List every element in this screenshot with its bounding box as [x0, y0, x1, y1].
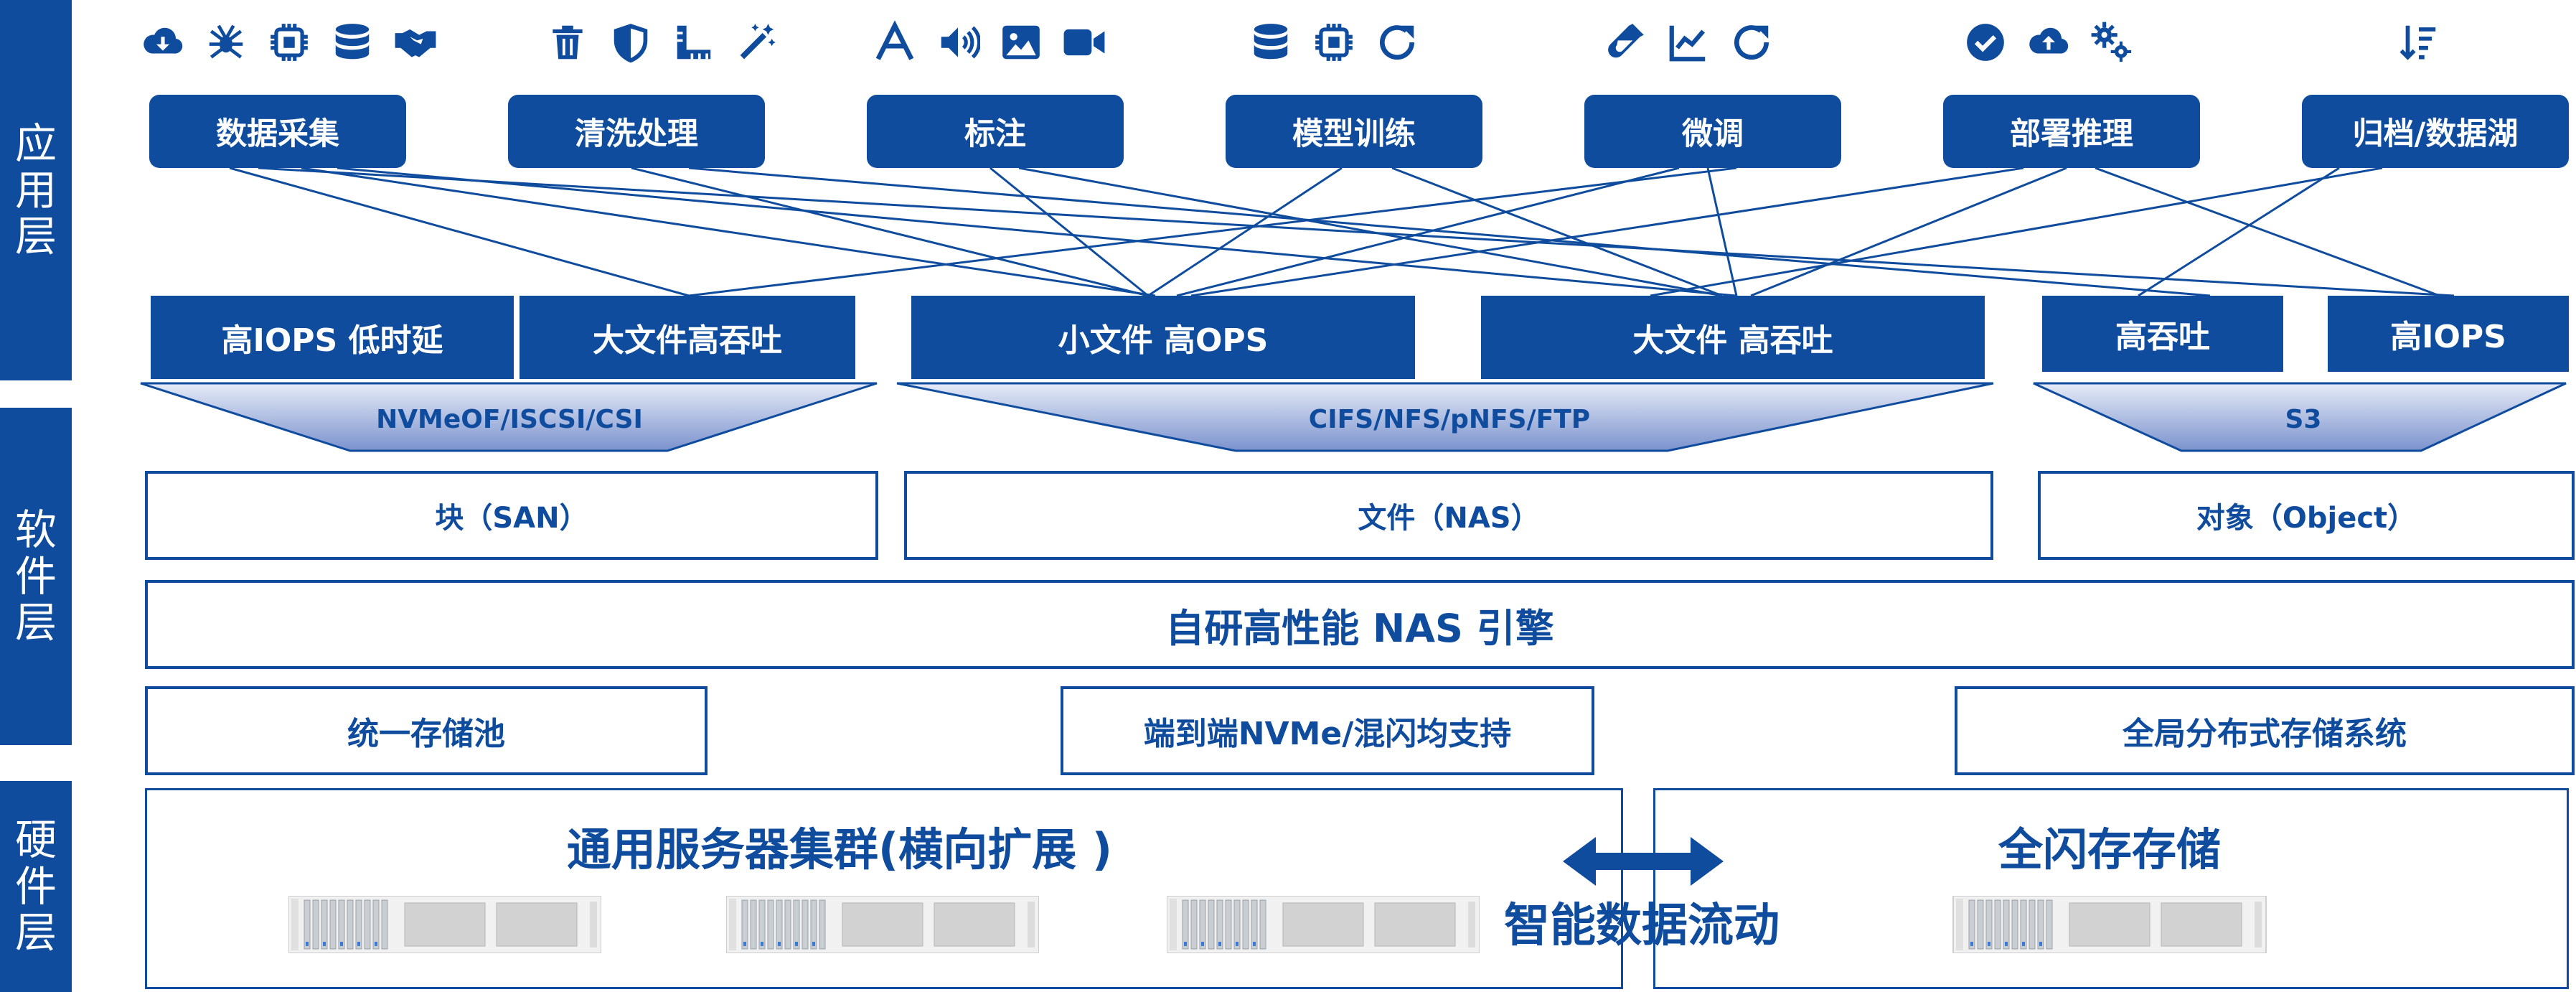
feature-box-distributed: 全局分布式存储系统 — [1955, 686, 2575, 775]
cluster-title: 通用服务器集群(横向扩展 ) — [566, 823, 1113, 876]
perf-box-large-file-throughput-2: 大文件 高吞吐 — [1481, 296, 1985, 379]
database-icon — [1249, 20, 1293, 65]
icon-group-label — [873, 17, 1106, 67]
layer-char: 用 — [14, 165, 57, 215]
layer-char: 层 — [14, 908, 57, 958]
protocol-label-block: NVMeOF/ISCSI/CSI — [376, 404, 643, 434]
shield-icon — [608, 20, 653, 65]
spider-icon — [204, 20, 248, 65]
perf-box-high-iops: 高IOPS — [2328, 296, 2569, 372]
server-rack-icon — [1952, 896, 2267, 953]
funnel-block — [140, 382, 878, 452]
feature-box-unified-pool: 统一存储池 — [145, 686, 708, 775]
connection-lines — [229, 167, 2455, 297]
perf-box-large-file-throughput: 大文件高吞吐 — [520, 296, 855, 379]
magic-wand-icon — [735, 20, 779, 65]
storage-box-nas: 文件（NAS） — [904, 471, 1993, 560]
layer-label-application: 应 用 层 — [0, 0, 72, 380]
refresh-icon — [1375, 20, 1419, 65]
funnel-object — [2033, 382, 2567, 452]
icon-group-clean — [545, 17, 779, 67]
upload-cloud-icon — [2026, 20, 2071, 65]
refresh-icon — [1729, 20, 1774, 65]
layer-char: 软 — [14, 505, 57, 554]
app-box-data-collection: 数据采集 — [149, 95, 406, 168]
storage-box-san: 块（SAN） — [145, 471, 878, 560]
hardware-cluster-box — [145, 788, 1623, 989]
video-icon — [1062, 20, 1106, 65]
layer-char: 应 — [14, 118, 57, 168]
line-chart-icon — [1666, 20, 1711, 65]
icon-group-collect — [141, 17, 438, 67]
layer-char: 件 — [14, 861, 57, 911]
icon-group-deploy — [1963, 17, 2134, 67]
check-circle-icon — [1963, 20, 2008, 65]
app-box-deploy-inference: 部署推理 — [1943, 95, 2200, 168]
flash-title: 全闪存存储 — [1998, 823, 2221, 876]
app-box-finetune: 微调 — [1584, 95, 1841, 168]
app-box-labeling: 标注 — [867, 95, 1124, 168]
icon-group-finetune — [1603, 17, 1774, 67]
sort-desc-icon — [2397, 20, 2441, 65]
download-cloud-icon — [141, 20, 185, 65]
layer-label-hardware: 硬 件 层 — [0, 781, 72, 992]
icon-group-train — [1249, 17, 1419, 67]
chip-icon — [1312, 20, 1356, 65]
test-tube-icon — [1603, 20, 1647, 65]
bidirectional-arrow-icon — [1563, 837, 1724, 886]
nas-engine-box: 自研高性能 NAS 引擎 — [145, 580, 2575, 669]
layer-char: 层 — [14, 212, 57, 261]
server-rack-icon — [1167, 896, 1480, 953]
layer-char: 硬 — [14, 815, 57, 864]
perf-box-small-file-ops: 小文件 高OPS — [911, 296, 1415, 379]
protocol-label-file: CIFS/NFS/pNFS/FTP — [1308, 404, 1591, 434]
storage-box-object: 对象（Object） — [2038, 471, 2575, 560]
speaker-icon — [936, 20, 980, 65]
trash-icon — [545, 20, 590, 65]
server-rack-icon — [726, 896, 1039, 953]
chip-icon — [267, 20, 311, 65]
app-box-model-training: 模型训练 — [1226, 95, 1482, 168]
database-icon — [330, 20, 375, 65]
perf-box-high-throughput: 高吞吐 — [2042, 296, 2283, 372]
data-flow-label: 智能数据流动 — [1504, 899, 1780, 953]
funnel-file — [896, 382, 1994, 452]
server-rack-icon — [288, 896, 601, 953]
handshake-icon — [393, 20, 438, 65]
icon-group-archive — [2397, 17, 2441, 67]
feature-box-nvme: 端到端NVMe/混闪均支持 — [1061, 686, 1594, 775]
image-icon — [999, 20, 1043, 65]
layer-label-software: 软 件 层 — [0, 408, 72, 745]
layer-char: 层 — [14, 598, 57, 647]
app-box-archive-datalake: 归档/数据湖 — [2302, 95, 2569, 168]
layer-char: 件 — [14, 551, 57, 601]
gears-icon — [2090, 20, 2134, 65]
perf-box-high-iops-low-latency: 高IOPS 低时延 — [151, 296, 514, 379]
ruler-icon — [672, 20, 716, 65]
protocol-label-object: S3 — [2285, 404, 2322, 434]
hardware-flash-box — [1653, 788, 2569, 989]
font-a-icon — [873, 20, 917, 65]
protocol-funnels — [140, 382, 2567, 452]
app-box-data-cleaning: 清洗处理 — [508, 95, 765, 168]
